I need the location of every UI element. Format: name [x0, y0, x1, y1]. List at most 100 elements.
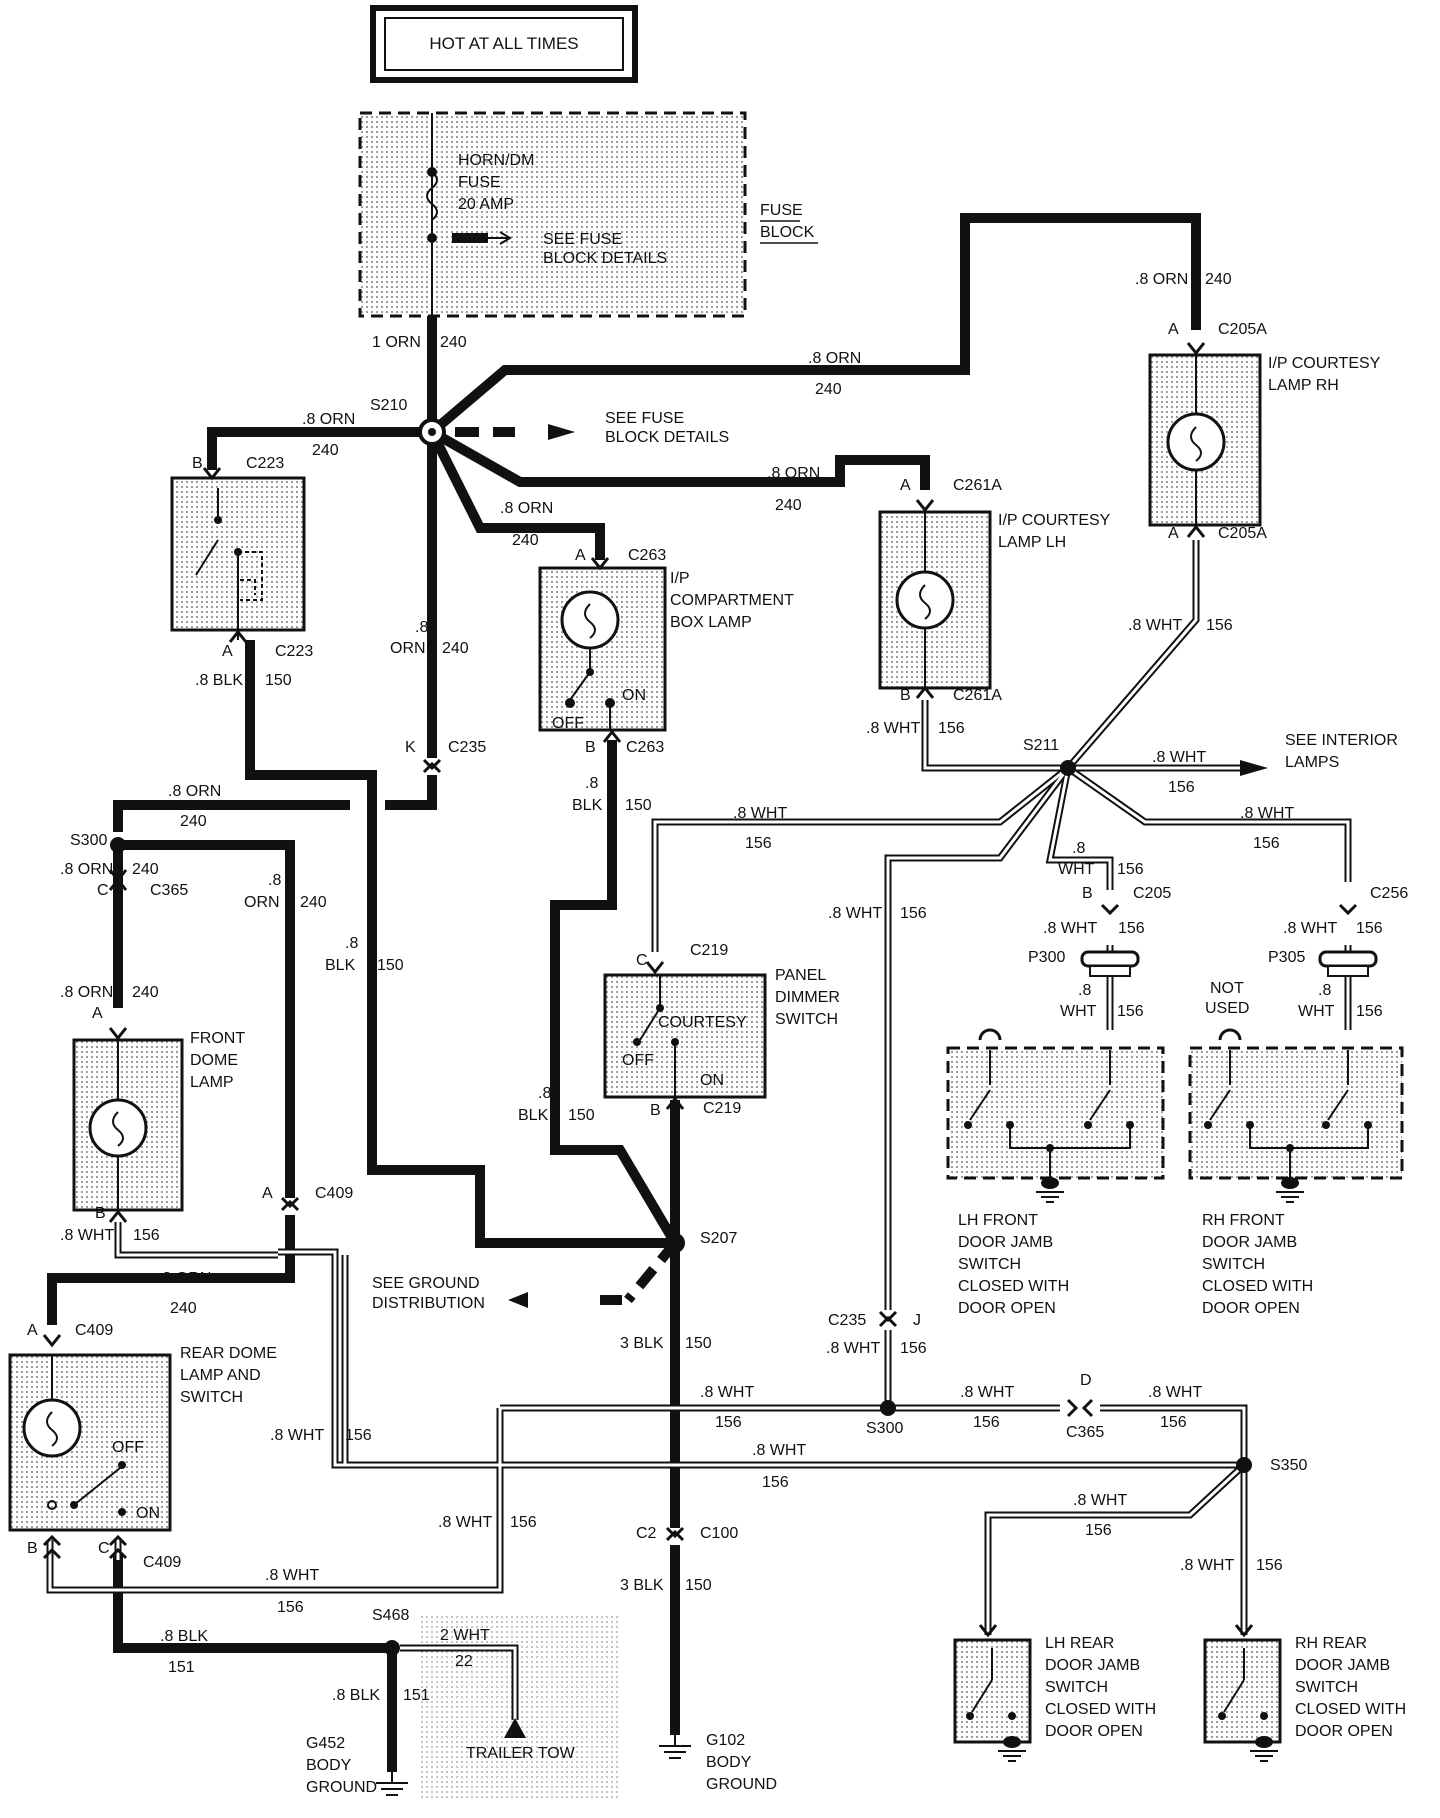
pin-a: A	[262, 1185, 273, 1202]
wire-label: .8 ORN	[168, 783, 221, 800]
wire-label: 2 WHT	[440, 1627, 490, 1644]
wire-label: .8 ORN	[500, 500, 553, 517]
pin-d: D	[1080, 1372, 1092, 1389]
wire-label: .8 WHT	[438, 1514, 492, 1531]
pin-b: B	[27, 1540, 38, 1557]
connector-c205: C205	[1133, 885, 1171, 902]
see-fuse-details-1: SEE FUSE	[605, 410, 684, 427]
see-ground-1: SEE GROUND	[372, 1275, 480, 1292]
pin-k: K	[405, 739, 416, 756]
pin-c: C	[97, 882, 109, 899]
panel-label-2: DIMMER	[775, 989, 840, 1006]
wire-label: .8 WHT	[265, 1567, 319, 1584]
wire-color: WHT	[1060, 1003, 1097, 1020]
lamp-bulb-icon	[22, 1398, 82, 1458]
connector-c261a: C261A	[953, 477, 1002, 494]
wire-label: 1 ORN	[372, 334, 421, 351]
ip-rh-label-1: I/P COURTESY	[1268, 355, 1381, 372]
rh-front-door-jamb-switch	[1188, 1028, 1404, 1203]
splice-label-s300: S300	[70, 832, 107, 849]
trailer-tow-box	[400, 1615, 620, 1800]
fuse-block: HORN/DM FUSE 20 AMP SEE FUSE BLOCK DETAI…	[358, 111, 747, 318]
wire-number: 156	[133, 1227, 160, 1244]
wire-color: WHT	[1298, 1003, 1335, 1020]
ip-compartment-box-lamp	[538, 566, 667, 732]
rh-rear-label-3: SWITCH	[1295, 1679, 1358, 1696]
wire-color: BLK	[518, 1107, 549, 1124]
pin-a: A	[27, 1322, 38, 1339]
ip-compartment-label-2: COMPARTMENT	[670, 592, 794, 609]
wire-number: 156	[745, 835, 772, 852]
ground-icon	[998, 1736, 1026, 1762]
switch-off-label: OFF	[622, 1052, 654, 1069]
not-used-1: NOT	[1210, 980, 1244, 997]
wire-number: 156	[715, 1414, 742, 1431]
wire-number: 156	[1117, 861, 1144, 878]
lamp-bulb-icon	[88, 1098, 148, 1158]
wire-label: .8 ORN	[60, 861, 113, 878]
switch-on-label: ON	[622, 687, 646, 704]
wire-number: 156	[1160, 1414, 1187, 1431]
connector-symbols	[42, 342, 1358, 1638]
ground-ground: GROUND	[706, 1776, 777, 1793]
rh-rear-door-jamb-switch	[1203, 1638, 1282, 1762]
arrow-right-icon	[1240, 760, 1268, 776]
connector-p305	[1318, 950, 1378, 977]
front-dome-label-3: LAMP	[190, 1074, 234, 1091]
rh-rear-label-1: RH REAR	[1295, 1635, 1367, 1652]
splice-label-s350: S350	[1270, 1457, 1307, 1474]
wire-color: BLK	[325, 957, 356, 974]
lh-rear-label-3: SWITCH	[1045, 1679, 1108, 1696]
connector-c409: C409	[75, 1322, 113, 1339]
wire-number: 156	[900, 905, 927, 922]
splice-label-s210: S210	[370, 397, 407, 414]
wire-number: 240	[132, 861, 159, 878]
splice-label-s468: S468	[372, 1607, 409, 1624]
wire-number: 156	[1356, 1003, 1383, 1020]
wire-number: 151	[168, 1659, 195, 1676]
connector-c223: C223	[275, 643, 313, 660]
wire-number: 156	[1085, 1522, 1112, 1539]
wire-number: 150	[377, 957, 404, 974]
wire-label: .8 ORN	[1135, 271, 1188, 288]
connector-p305: P305	[1268, 949, 1305, 966]
splice-s468	[384, 1640, 400, 1656]
rh-rear-label-2: DOOR JAMB	[1295, 1657, 1390, 1674]
pin-a: A	[900, 477, 911, 494]
wire-label: .8 WHT	[1128, 617, 1182, 634]
wire-number: 156	[1256, 1557, 1283, 1574]
wire-gauge: .8	[345, 935, 358, 952]
wire-label: .8 ORN	[767, 465, 820, 482]
wire-label: .8 WHT	[1148, 1384, 1202, 1401]
ground-icon	[1036, 1177, 1064, 1203]
wire-gauge: .8	[1078, 982, 1091, 999]
splice-label-s211: S211	[1023, 737, 1059, 754]
wire-label: .8 WHT	[866, 720, 920, 737]
lh-front-label-3: SWITCH	[958, 1256, 1021, 1273]
ip-lh-label-2: LAMP LH	[998, 534, 1066, 551]
panel-label-3: SWITCH	[775, 1011, 838, 1028]
wire-number: 22	[455, 1653, 473, 1670]
see-interior-1: SEE INTERIOR	[1285, 732, 1398, 749]
wire-number: 156	[277, 1599, 304, 1616]
hot-label: HOT AT ALL TIMES	[429, 34, 578, 53]
not-used-2: USED	[1205, 1000, 1249, 1017]
wire-gauge: .8	[1318, 982, 1331, 999]
ip-courtesy-lamp-rh	[1148, 353, 1262, 527]
connector-c261a: C261A	[953, 687, 1002, 704]
pin-a: A	[92, 1005, 103, 1022]
front-dome-label-2: DOME	[190, 1052, 238, 1069]
wire-label: .8 WHT	[270, 1427, 324, 1444]
connector-p300: P300	[1028, 949, 1065, 966]
pin-j: J	[913, 1312, 921, 1329]
wire-label: .8 WHT	[1240, 805, 1294, 822]
connector-c235: C235	[828, 1312, 866, 1329]
connector-c409: C409	[315, 1185, 353, 1202]
wire-label: .8 WHT	[960, 1384, 1014, 1401]
wire-label: .8 ORN	[158, 1270, 211, 1287]
wire-label: .8 ORN	[302, 411, 355, 428]
wire-number: 156	[973, 1414, 1000, 1431]
wire-label: 3 BLK	[620, 1577, 664, 1594]
fuse-icon	[426, 171, 438, 221]
wire-number: 240	[180, 813, 207, 830]
